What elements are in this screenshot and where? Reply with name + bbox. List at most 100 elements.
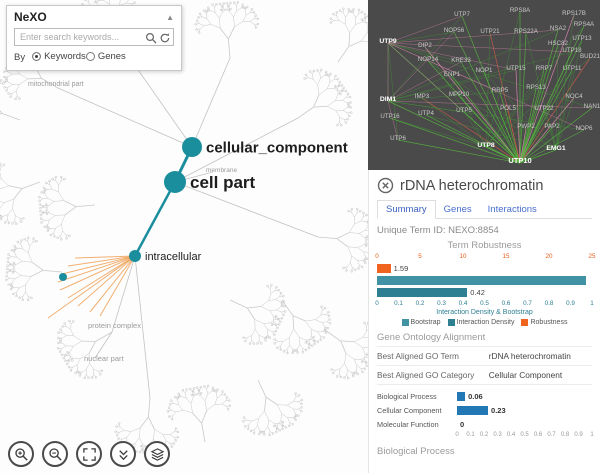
network-node-UTP16[interactable]: UTP16: [380, 113, 400, 120]
tab-interactions[interactable]: Interactions: [487, 204, 537, 215]
zoom-in-button[interactable]: [8, 441, 34, 467]
network-node-NOP56[interactable]: NOP56: [444, 27, 465, 34]
go-cat-bar-area: 0.06: [457, 391, 592, 401]
network-node-RPS17B[interactable]: RPS17B: [562, 10, 586, 17]
network-node-IMP3[interactable]: IMP3: [415, 93, 430, 100]
interaction-network[interactable]: UTP7 RPS8A RPS17B NOP56 UTP21 RPS22A NSA2 RPS4A…: [368, 0, 600, 170]
radio-genes[interactable]: Genes: [85, 51, 126, 62]
tree-node-intracellular[interactable]: [129, 250, 141, 262]
network-node-UTP8[interactable]: UTP8: [477, 142, 495, 149]
collapse-panel-icon[interactable]: ▲: [166, 12, 174, 22]
network-node-NOP6[interactable]: NOP6: [576, 125, 593, 132]
reset-icon[interactable]: [159, 31, 171, 43]
network-node-UTP6[interactable]: UTP6: [390, 135, 406, 142]
legend-item: Interaction Density: [447, 319, 514, 326]
axis-tick: 0.2: [415, 300, 425, 307]
network-node-UTP7[interactable]: UTP7: [454, 11, 470, 18]
go-cat-value: 0.06: [468, 391, 483, 401]
axis-tick: 0.3: [437, 300, 446, 307]
network-node-BUD21[interactable]: BUD21: [580, 53, 600, 60]
layers-button[interactable]: [144, 441, 170, 467]
axis-tick: 15: [502, 253, 510, 260]
bar-robustness: [377, 264, 391, 273]
zoom-out-button[interactable]: [42, 441, 68, 467]
network-node-RPS22A[interactable]: RPS22A: [514, 28, 539, 35]
network-node-DIP2[interactable]: DIP2: [418, 42, 432, 49]
network-node-RRP5[interactable]: RRP5: [492, 87, 509, 94]
axis-tick: 0.8: [544, 300, 554, 307]
axis-tick: 0: [375, 300, 379, 307]
search-icon[interactable]: [145, 31, 157, 43]
network-node-HSC82[interactable]: HSC82: [548, 40, 569, 47]
radio-keywords[interactable]: Keywords: [32, 51, 86, 62]
network-node-UTP11[interactable]: UTP11: [563, 65, 582, 72]
tree-cluster-node[interactable]: [59, 273, 67, 281]
interaction-network-panel[interactable]: UTP7 RPS8A RPS17B NOP56 UTP21 RPS22A NSA2 RPS4A…: [368, 0, 600, 170]
network-node-ENP1[interactable]: ENP1: [444, 71, 461, 78]
robustness-title: Term Robustness: [447, 240, 522, 251]
network-node-UTP18[interactable]: UTP18: [562, 47, 582, 54]
search-input[interactable]: [14, 28, 174, 46]
detail-tabs: Summary Genes Interactions: [377, 199, 592, 219]
bar-row-interaction-density: 0.42: [377, 288, 592, 297]
search-mode-radios: Keywords Genes: [32, 51, 126, 64]
tree-node-cell-part[interactable]: [164, 171, 186, 193]
go-cat-label: Cellular Component: [377, 405, 442, 415]
close-icon[interactable]: [377, 177, 394, 194]
axis-tick: 0.6: [501, 300, 511, 307]
network-node-MPP10[interactable]: MPP10: [449, 91, 470, 98]
network-node-NOP1[interactable]: NOP1: [476, 67, 493, 74]
tree-gray-label[interactable]: mitochondrial part: [28, 81, 84, 88]
tab-genes[interactable]: Genes: [443, 204, 472, 215]
go-cat-value: 0.23: [491, 405, 506, 415]
go-cat-bar-area: 0.23: [457, 405, 592, 415]
expand-collapse-button[interactable]: [110, 441, 136, 467]
term-title: rDNA heterochromatin: [400, 177, 544, 194]
network-node-RPS13[interactable]: RPS13: [526, 84, 546, 91]
radio-label: Genes: [97, 51, 126, 62]
axis-tick: 0.9: [566, 300, 575, 307]
legend-item: Robustness: [521, 319, 567, 326]
network-node-UTP13[interactable]: UTP13: [572, 35, 592, 42]
network-node-PAP2[interactable]: PAP2: [544, 123, 560, 130]
network-node-UTP4[interactable]: UTP4: [418, 110, 434, 117]
tree-node-cellular_component[interactable]: [182, 137, 202, 157]
network-node-NOP14[interactable]: NOP14: [418, 56, 439, 63]
network-node-NSA2[interactable]: NSA2: [550, 25, 567, 32]
bar-value-label: 0.42: [470, 288, 485, 297]
tree-node-label[interactable]: cell part: [190, 173, 256, 192]
network-node-EMG1[interactable]: EMG1: [546, 145, 565, 152]
network-node-UTP9[interactable]: UTP9: [379, 38, 397, 45]
tab-summary[interactable]: Summary: [377, 200, 436, 219]
tree-node-label[interactable]: cellular_component: [206, 139, 348, 156]
network-node-UTP21[interactable]: UTP21: [480, 28, 500, 35]
network-node-UTP10[interactable]: UTP10: [508, 156, 531, 165]
network-node-RPS4A[interactable]: RPS4A: [574, 21, 595, 28]
fit-to-screen-button[interactable]: [76, 441, 102, 467]
network-node-RRP7[interactable]: RRP7: [536, 65, 553, 72]
tree-gray-label[interactable]: membrane: [206, 167, 237, 174]
network-node-DIM1[interactable]: DIM1: [380, 96, 396, 103]
network-node-NOC4[interactable]: NOC4: [565, 93, 583, 100]
network-node-PWP2[interactable]: PWP2: [517, 123, 535, 130]
network-node-POL5[interactable]: POL5: [500, 105, 516, 112]
tree-gray-label[interactable]: nuclear part: [84, 354, 125, 363]
network-node-UTP22[interactable]: UTP22: [534, 105, 554, 112]
bar-row-robustness: 1.59: [377, 264, 592, 273]
network-node-UTP5[interactable]: UTP5: [456, 107, 472, 114]
axis-tick: 0.1: [394, 300, 403, 307]
tree-node-label[interactable]: intracellular: [145, 251, 202, 263]
network-node-UTP15[interactable]: UTP15: [506, 65, 526, 72]
network-node-KRE33[interactable]: KRE33: [451, 57, 471, 64]
network-node-RPS8A[interactable]: RPS8A: [510, 7, 531, 14]
axis-tick: 0.9: [574, 432, 583, 438]
tree-gray-label[interactable]: protein complex: [88, 321, 141, 330]
network-node-NAN1[interactable]: NAN1: [584, 103, 600, 110]
